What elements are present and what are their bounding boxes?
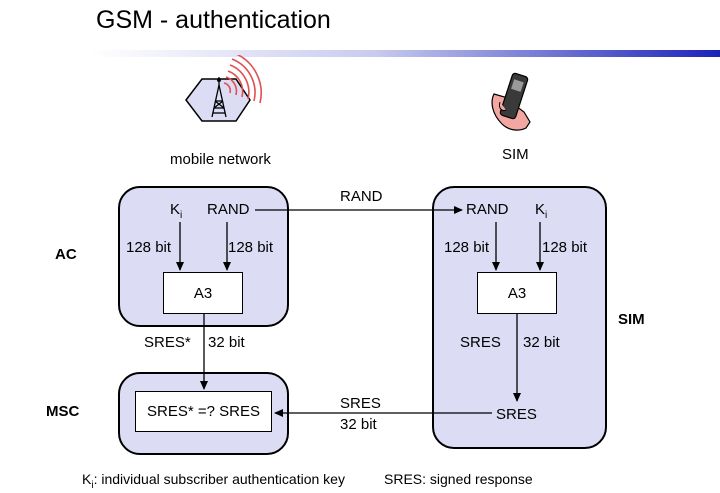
antenna-tower-icon xyxy=(185,55,262,122)
msc-compare-label: SRES* =? SRES xyxy=(147,403,260,420)
rand-link-label: RAND xyxy=(340,188,383,205)
ac-a3-label: A3 xyxy=(193,284,213,302)
ac-a3-box: A3 xyxy=(163,272,243,314)
sres-link-bits: 32 bit xyxy=(340,416,377,433)
sim-rand-label: RAND xyxy=(466,201,509,218)
sres-link-label: SRES xyxy=(340,395,381,412)
sim-sres-bits: 32 bit xyxy=(523,334,560,351)
row-label-msc: MSC xyxy=(46,403,80,420)
title-underline xyxy=(90,50,720,57)
sim-a3-label: A3 xyxy=(507,284,527,302)
footer-sres-definition: SRES: signed response xyxy=(384,471,533,487)
page-title: GSM - authentication xyxy=(96,6,331,34)
sim-bits-left: 128 bit xyxy=(444,239,490,256)
ac-bits-left: 128 bit xyxy=(126,239,172,256)
ac-ki-label: Ki xyxy=(170,201,183,221)
sim-sres-label: SRES xyxy=(460,334,501,351)
msc-compare-box: SRES* =? SRES xyxy=(135,391,272,432)
footer-ki-definition: Ki: individual subscriber authentication… xyxy=(82,471,345,491)
mobile-network-label: mobile network xyxy=(170,151,271,168)
sim-bits-right: 128 bit xyxy=(542,239,588,256)
row-label-ac: AC xyxy=(55,246,77,263)
sim-sres-output: SRES xyxy=(496,406,537,423)
ac-sres-bits: 32 bit xyxy=(208,334,245,351)
sim-ki-label: Ki xyxy=(535,201,548,221)
ac-sres-label: SRES* xyxy=(144,334,191,351)
mobile-phone-icon xyxy=(491,72,531,131)
ac-rand-label: RAND xyxy=(207,201,250,218)
sim-panel xyxy=(432,186,607,449)
sim-a3-box: A3 xyxy=(477,272,557,314)
ac-bits-right: 128 bit xyxy=(228,239,274,256)
sim-device-label: SIM xyxy=(502,146,529,163)
row-label-sim: SIM xyxy=(618,311,645,328)
